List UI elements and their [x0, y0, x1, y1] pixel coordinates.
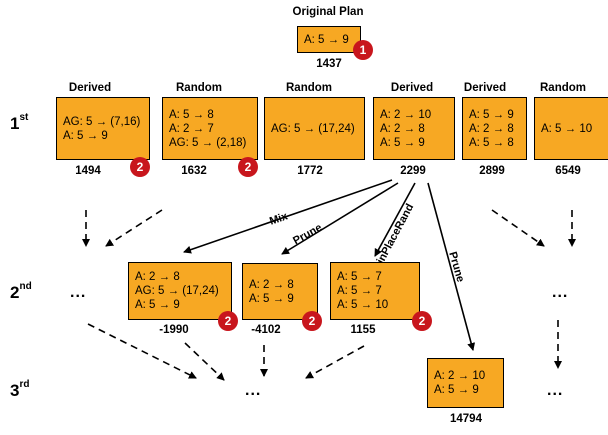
gen2-plan-box-1155: A: 5 → 7 A: 5 → 7 A: 5 → 10	[330, 262, 420, 320]
edge-mix	[183, 179, 393, 254]
badge-icon: 2	[130, 157, 150, 177]
plan-line: A: 5 → 7	[337, 285, 382, 297]
generation-number: 2	[10, 283, 20, 302]
plan-line: A: 2 → 8	[380, 122, 425, 135]
plan-line: A: 5 → 8	[469, 136, 514, 149]
gen2-score: -1990	[159, 324, 189, 336]
generation-label-1st: 1st	[10, 112, 29, 134]
plan-line: AG: 5 → (17,24)	[271, 122, 355, 135]
generation-suffix: nd	[19, 281, 32, 293]
edge-prune-a	[281, 182, 399, 255]
plan-line: AG: 5 → (7,16)	[63, 115, 141, 128]
gen1-score: 6549	[555, 165, 581, 177]
gen1-plan-box-6549: A: 5 → 10	[534, 97, 608, 160]
plan-line: A: 5 → 9	[434, 384, 479, 396]
plan-line: A: 2 → 8	[469, 122, 514, 135]
generation-number: 3	[10, 381, 20, 400]
plan-line: AG: 5 → (17,24)	[135, 285, 219, 297]
gen1-score: 1772	[297, 165, 323, 177]
original-plan-score: 1437	[316, 58, 342, 70]
ellipsis-gen3: ...	[245, 382, 262, 399]
ellipsis-gen2-left: ...	[70, 284, 87, 301]
plan-line: A: 2 → 10	[380, 108, 432, 121]
dashed-edge-m1990-down	[184, 342, 225, 381]
generation-label-2nd: 2nd	[10, 281, 32, 303]
ellipsis-gen3-right: ...	[547, 382, 564, 399]
dashed-edge-2899-down	[491, 209, 545, 247]
gen3-score: 14794	[450, 413, 482, 425]
gen1-score: 1494	[75, 165, 101, 177]
gen1-plan-box-2899: A: 5 → 9 A: 2 → 8 A: 5 → 8	[462, 97, 527, 160]
gen1-header: Random	[286, 82, 332, 94]
ellipsis-gen2-right: ...	[552, 284, 569, 301]
plan-line: A: 2 → 7	[169, 122, 214, 135]
original-plan-header: Original Plan	[292, 6, 364, 18]
gen3-plan-box-14794: A: 2 → 10 A: 5 → 9	[427, 358, 504, 408]
generation-suffix: st	[19, 112, 29, 124]
plan-line: A: 5 → 9	[63, 129, 108, 142]
badge-icon: 2	[412, 311, 432, 331]
gen2-plan-box-m4102: A: 2 → 8 A: 5 → 9	[242, 263, 318, 320]
original-plan-box: A: 5 → 9	[297, 26, 361, 53]
gen1-plan-box-1494: AG: 5 → (7,16) A: 5 → 9	[56, 97, 150, 160]
plan-line: A: 5 → 9	[380, 136, 425, 149]
generation-suffix: rd	[19, 379, 30, 391]
plan-line: AG: 5 → (2,18)	[169, 136, 247, 149]
gen1-header: Random	[176, 82, 222, 94]
badge-icon: 1	[353, 40, 373, 60]
plan-line: A: 5 → 10	[541, 122, 593, 135]
badge-icon: 2	[218, 311, 238, 331]
gen1-score: 1632	[181, 165, 207, 177]
plan-line: A: 2 → 10	[434, 370, 486, 382]
edge-prune-b	[427, 182, 476, 351]
gen1-header: Random	[540, 82, 586, 94]
gen2-score: 1155	[350, 324, 376, 336]
gen1-header: Derived	[68, 82, 112, 94]
dashed-edge-left-down	[87, 323, 197, 379]
generation-label-3rd: 3rd	[10, 379, 30, 401]
plan-line: A: 5 → 10	[337, 299, 389, 311]
gen1-header: Derived	[390, 82, 434, 94]
plan-line: A: 5 → 9	[249, 292, 294, 305]
gen1-plan-box-1772: AG: 5 → (17,24)	[264, 97, 365, 160]
dashed-edge-1155-down	[305, 345, 365, 379]
plan-line: A: 2 → 8	[249, 278, 294, 291]
edge-inplacerand	[374, 182, 416, 257]
badge-icon: 2	[238, 157, 258, 177]
plan-line: A: 5 → 9	[469, 108, 514, 121]
gen2-score: -4102	[251, 324, 281, 336]
badge-icon: 2	[302, 311, 322, 331]
gen1-header: Derived	[463, 82, 507, 94]
gen1-score: 2299	[400, 165, 426, 177]
plan-line: A: 5 → 8	[169, 108, 214, 121]
gen1-score: 2899	[479, 165, 505, 177]
gen1-plan-box-1632: A: 5 → 8 A: 2 → 7 AG: 5 → (2,18)	[162, 97, 258, 160]
gen1-plan-box-2299: A: 2 → 10 A: 2 → 8 A: 5 → 9	[373, 97, 455, 160]
plan-line: A: 5 → 7	[337, 271, 382, 283]
plan-line: A: 5 → 9	[304, 33, 349, 46]
generation-number: 1	[10, 114, 20, 133]
plan-line: A: 2 → 8	[135, 271, 180, 283]
gen2-plan-box-m1990: A: 2 → 8 AG: 5 → (17,24) A: 5 → 9	[128, 262, 232, 320]
dashed-edge-1632-down	[105, 209, 163, 247]
plan-line: A: 5 → 9	[135, 299, 180, 311]
